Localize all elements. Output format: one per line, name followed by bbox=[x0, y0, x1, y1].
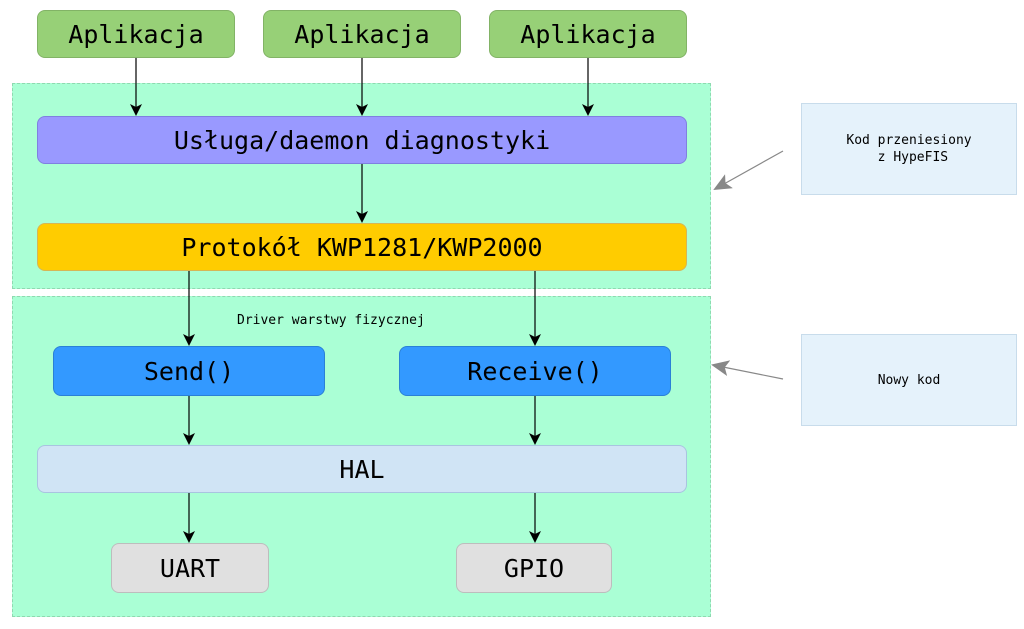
gpio-label: GPIO bbox=[503, 553, 565, 583]
application-box-1: Aplikacja bbox=[37, 10, 235, 58]
new-code-note-text: Nowy kod bbox=[877, 372, 941, 388]
arrow-note-new-to-region bbox=[711, 360, 784, 380]
application-label: Aplikacja bbox=[294, 19, 430, 49]
hal-label: HAL bbox=[339, 454, 385, 484]
driver-region-label: Driver warstwy fizycznej bbox=[237, 313, 425, 328]
uart-box: UART bbox=[111, 543, 269, 593]
application-label: Aplikacja bbox=[68, 19, 204, 49]
gpio-box: GPIO bbox=[456, 543, 612, 593]
protocol-label: Protokół KWP1281/KWP2000 bbox=[181, 232, 543, 262]
receive-box: Receive() bbox=[399, 346, 671, 396]
diagnostic-service-label: Usługa/daemon diagnostyki bbox=[173, 125, 551, 155]
receive-label: Receive() bbox=[467, 356, 603, 386]
send-label: Send() bbox=[143, 356, 235, 386]
application-box-2: Aplikacja bbox=[263, 10, 461, 58]
hal-box: HAL bbox=[37, 445, 687, 493]
ported-code-note-text: Kod przeniesiony z HypeFIS bbox=[846, 133, 972, 165]
arrow-note-ported-to-region bbox=[713, 150, 784, 190]
uart-label: UART bbox=[159, 553, 221, 583]
ported-code-note: Kod przeniesiony z HypeFIS bbox=[801, 103, 1017, 195]
application-label: Aplikacja bbox=[520, 19, 656, 49]
application-box-3: Aplikacja bbox=[489, 10, 687, 58]
diagnostic-service-box: Usługa/daemon diagnostyki bbox=[37, 116, 687, 164]
protocol-box: Protokół KWP1281/KWP2000 bbox=[37, 223, 687, 271]
new-code-note: Nowy kod bbox=[801, 334, 1017, 426]
send-box: Send() bbox=[53, 346, 325, 396]
